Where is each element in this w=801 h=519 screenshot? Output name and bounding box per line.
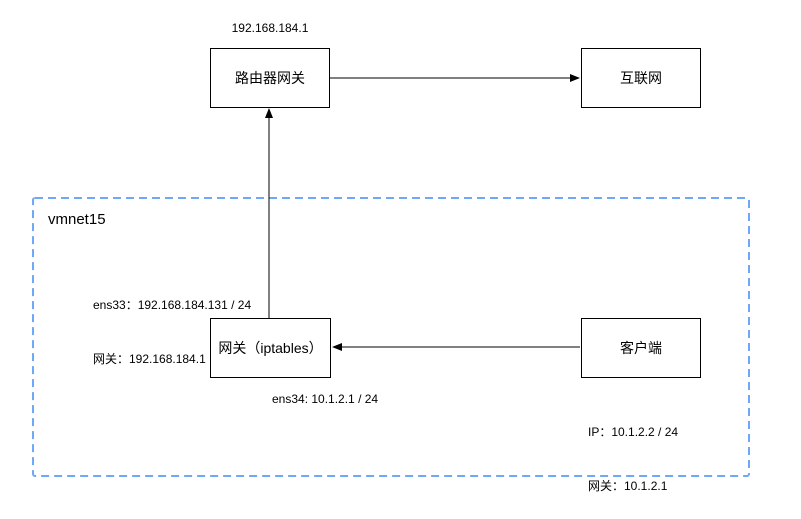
ens33-annotation: ens33：192.168.184.131 / 24 网关：192.168.18…: [93, 260, 251, 404]
node-gateway-iptables: 网关（iptables）: [210, 318, 331, 378]
router-ip-label: 192.168.184.1: [231, 21, 309, 35]
node-client: 客户端: [581, 318, 701, 378]
node-gateway-iptables-label: 网关（iptables）: [218, 340, 323, 356]
arrow-router-to-internet-head: [570, 74, 580, 82]
client-ip-annotation: IP：10.1.2.2 / 24 网关：10.1.2.1: [588, 387, 678, 519]
node-internet: 互联网: [581, 48, 701, 108]
node-router-gateway-label: 路由器网关: [235, 70, 305, 86]
arrow-client-to-gateway-head: [332, 343, 342, 351]
client-ip-annotation-line2: 网关：10.1.2.1: [588, 479, 668, 493]
client-ip-annotation-line1: IP：10.1.2.2 / 24: [588, 425, 679, 439]
node-internet-label: 互联网: [620, 70, 662, 86]
vmnet15-group-title: vmnet15: [48, 211, 106, 228]
ens34-annotation: ens34: 10.1.2.1 / 24: [272, 392, 379, 406]
ens33-annotation-line1: ens33：192.168.184.131 / 24: [93, 298, 252, 312]
arrow-gateway-to-router-head: [265, 108, 273, 118]
node-router-gateway: 路由器网关: [210, 48, 330, 108]
node-client-label: 客户端: [620, 340, 662, 356]
ens33-annotation-line2: 网关：192.168.184.1: [93, 352, 206, 366]
